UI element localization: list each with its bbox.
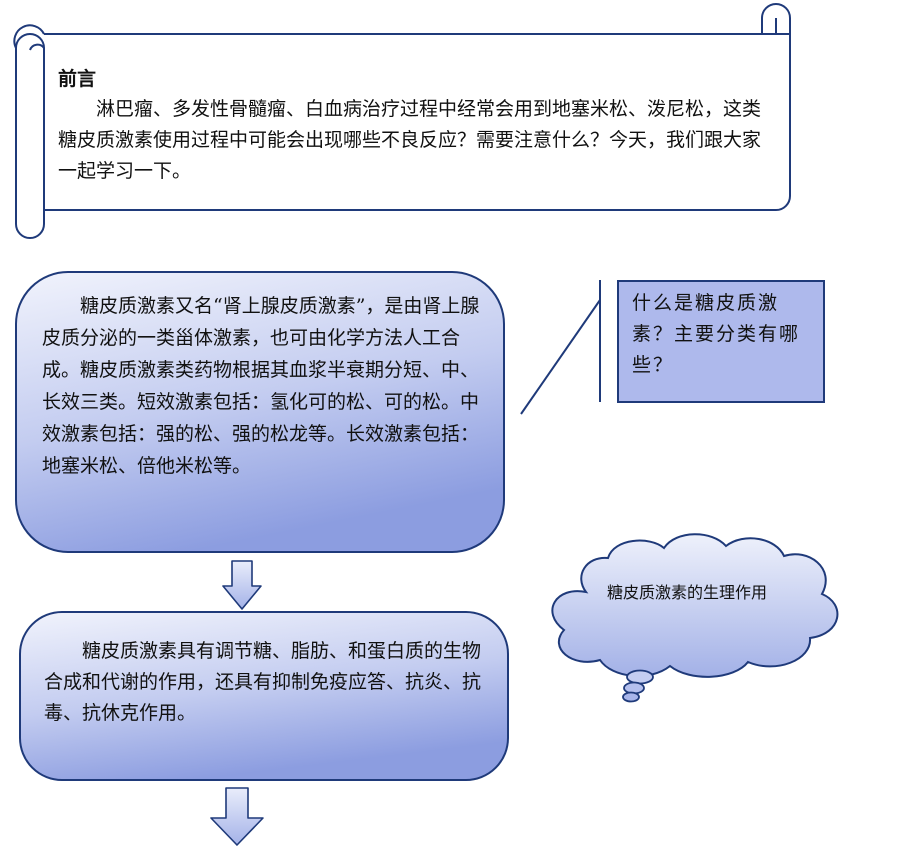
thought-cloud — [551, 533, 839, 703]
definition-text: 糖皮质激素又名“肾上腺皮质激素”，是由肾上腺皮质分泌的一类甾体激素，也可由化学方… — [42, 295, 480, 477]
scroll-body-text: 淋巴瘤、多发性骨髓瘤、白血病治疗过程中经常会用到地塞米松、泼尼松，这类糖皮质激素… — [58, 98, 762, 182]
callout-connector — [520, 280, 601, 415]
cloud-text: 糖皮质激素的生理作用 — [606, 583, 767, 602]
down-arrow-1 — [222, 560, 262, 610]
function-box — [19, 611, 509, 781]
down-arrow-2 — [210, 787, 264, 846]
callout-box — [617, 280, 825, 403]
scroll-title: 前言 — [58, 68, 97, 90]
scroll-banner — [13, 3, 791, 239]
callout-text: 什么是糖皮质激素？主要分类有哪些？ — [632, 292, 801, 376]
definition-box — [15, 271, 505, 553]
function-text: 糖皮质激素具有调节糖、脂肪、和蛋白质的生物合成和代谢的作用，还具有抑制免疫应答、… — [44, 640, 482, 724]
